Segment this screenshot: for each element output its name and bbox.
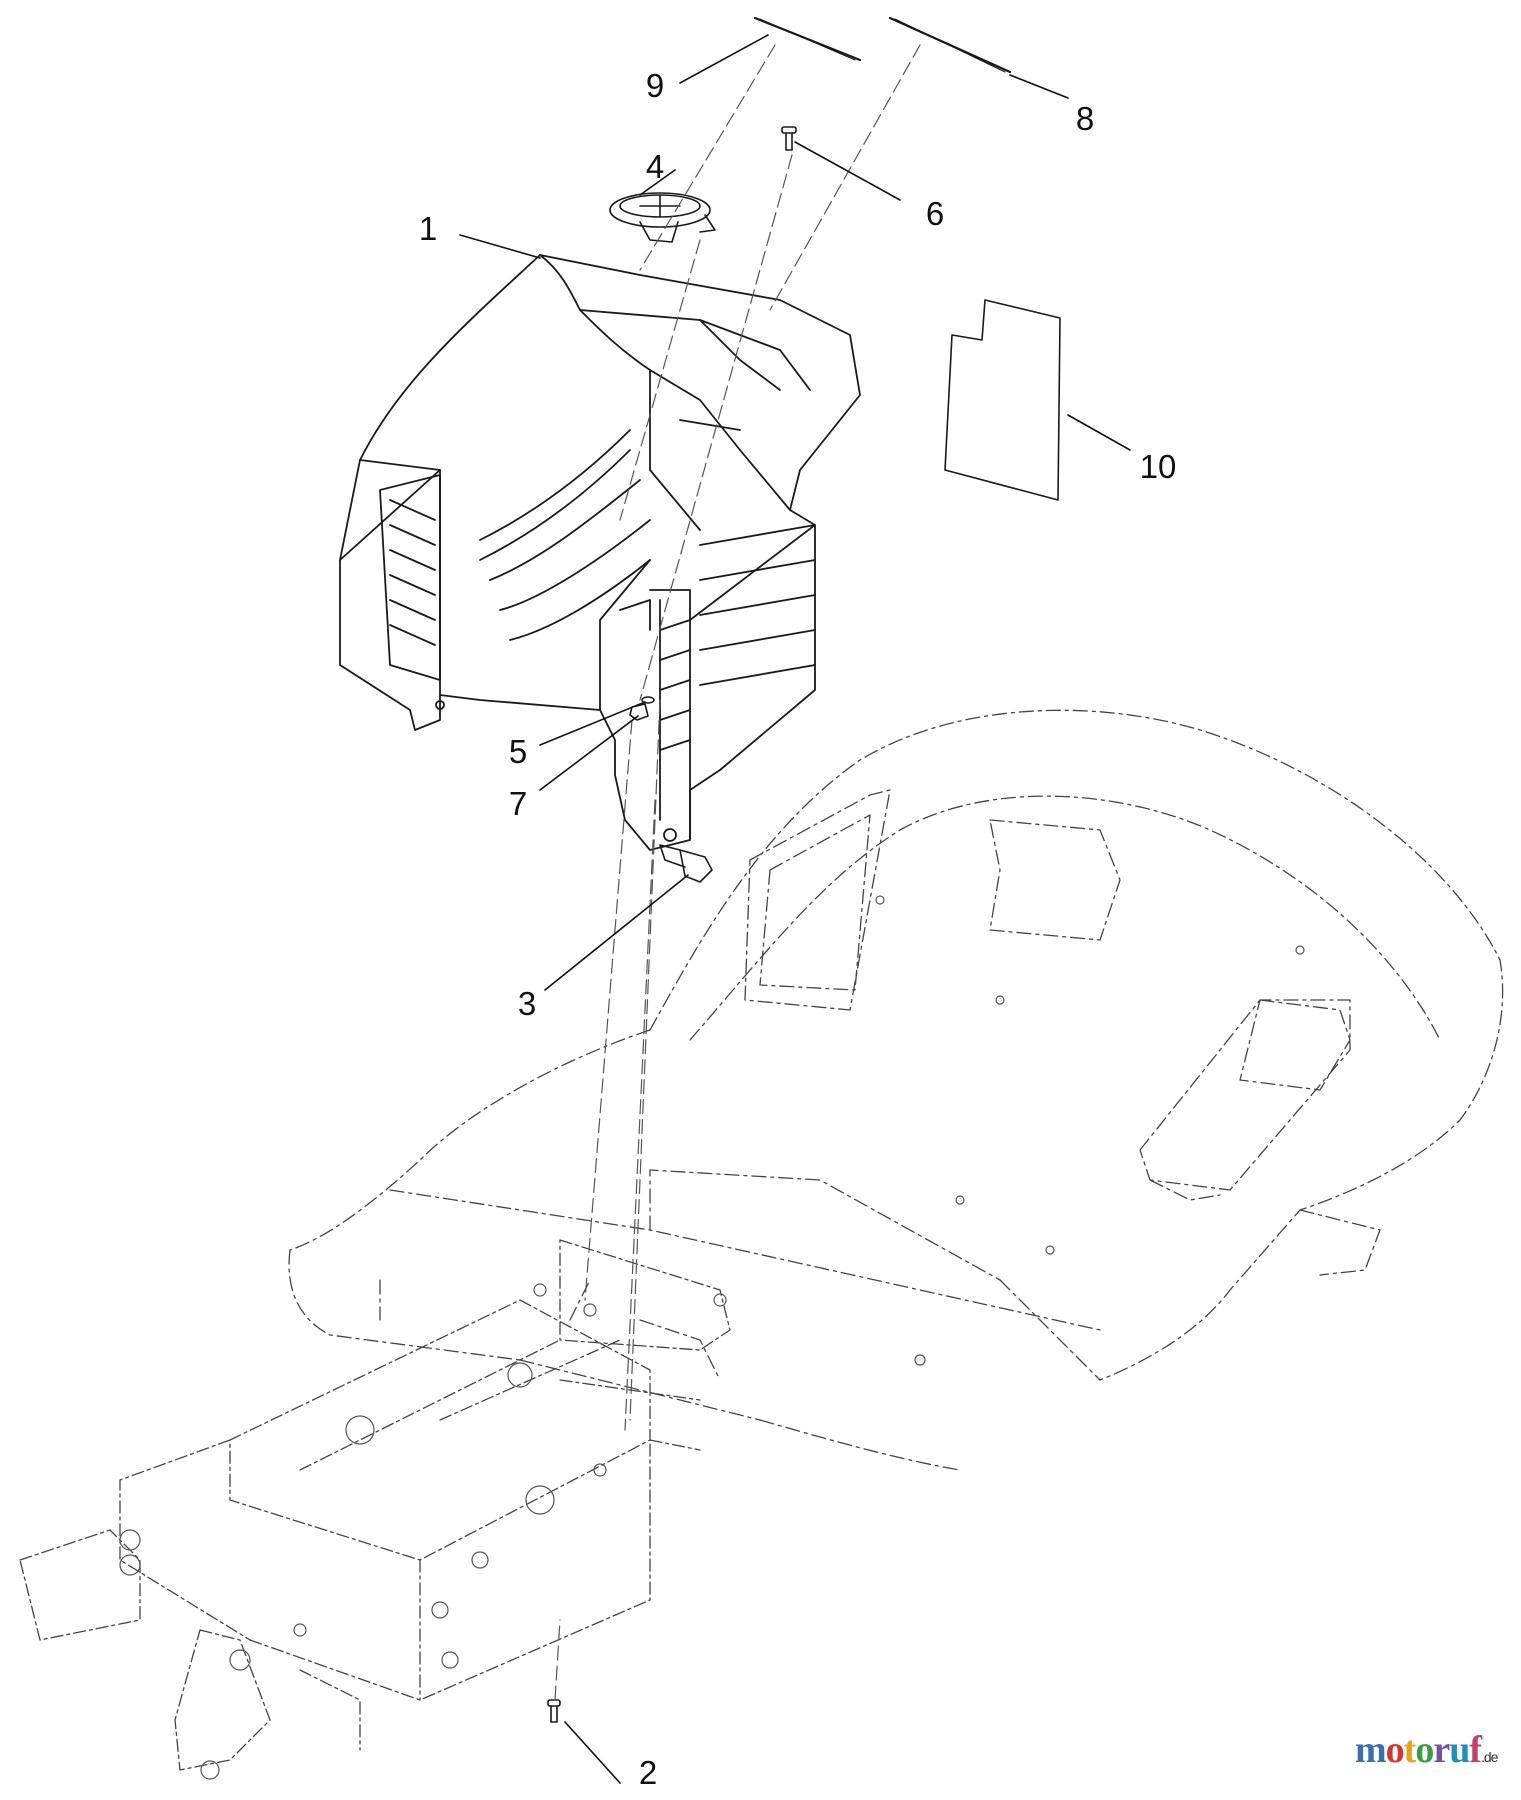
callout-4: 4	[646, 148, 664, 185]
callout-2: 2	[639, 1754, 657, 1791]
part-8-decal	[888, 16, 1012, 74]
callout-9: 9	[646, 67, 664, 104]
chassis-holes	[119, 895, 1305, 1780]
part-2-bolt	[547, 1699, 561, 1723]
leader-lines	[459, 34, 1131, 1784]
chassis-frame	[19, 1239, 731, 1771]
part-5-washer	[641, 696, 655, 704]
callout-1: 1	[419, 210, 437, 247]
part-9-decal	[753, 16, 862, 62]
fender-assembly	[288, 709, 1504, 1471]
part-10-decal-sheet	[944, 299, 1061, 501]
callout-3: 3	[518, 985, 536, 1022]
callout-10: 10	[1140, 448, 1177, 485]
watermark-logo: motoruf.de	[1355, 1729, 1498, 1771]
part-3-bolt	[659, 844, 713, 883]
callout-5: 5	[509, 733, 527, 770]
part-6-screw	[781, 126, 797, 151]
callout-6: 6	[926, 195, 944, 232]
part-7-nut	[629, 703, 649, 721]
part-4-cap	[609, 192, 716, 243]
callout-7: 7	[509, 785, 527, 822]
part-1-housing	[339, 254, 861, 851]
callout-8: 8	[1076, 100, 1094, 137]
callout-labels: 1 2 3 4 5 6 7 8 9 10	[419, 67, 1177, 1791]
